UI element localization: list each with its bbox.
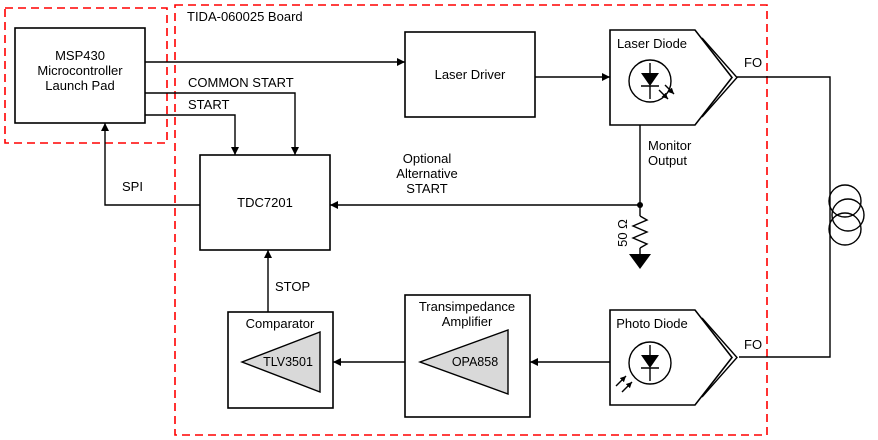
termination-resistor-icon [629, 205, 651, 269]
fiber-coil-turn-1 [828, 184, 862, 218]
laser-driver-box [404, 31, 536, 118]
optional-start-label-line2: Alternative [396, 166, 457, 181]
monitor-output-label-line1: Monitor [648, 138, 692, 153]
tia-part-label: OPA858 [452, 355, 498, 369]
laser-diode-circle [628, 59, 672, 103]
common-start-label: COMMON START [188, 75, 294, 90]
board-dashed-outline [174, 4, 768, 436]
photo-diode-circle [628, 341, 672, 385]
wire-spi [101, 123, 200, 206]
stop-label: STOP [275, 279, 310, 294]
tdc7201-label: TDC7201 [237, 195, 293, 210]
photo-incoming-arrow-1 [621, 381, 633, 393]
wire-common-start [145, 92, 299, 155]
fiber-coil-icon [828, 184, 865, 246]
spi-label: SPI [122, 179, 143, 194]
fo-label-bottom: FO [744, 337, 762, 352]
msp430-label-line1: MSP430 [55, 48, 105, 63]
msp430-dashed-outline [4, 7, 168, 144]
tia-label-line2: Amplifier [442, 314, 493, 329]
laser-diode-label: Laser Diode [617, 36, 687, 51]
laser-diode-triangle [641, 73, 659, 86]
board-title: TIDA-060025 Board [187, 9, 303, 24]
wire-start [145, 114, 239, 155]
msp430-label-line2: Microcontroller [37, 63, 123, 78]
fiber-coil-turn-3 [828, 212, 862, 246]
msp430-box [14, 27, 146, 124]
photo-diode-label: Photo Diode [616, 316, 688, 331]
tia-label-line1: Transimpedance [419, 299, 515, 314]
comparator-part-label: TLV3501 [263, 355, 313, 369]
laser-emission-arrow-2 [664, 84, 675, 95]
photo-diode-symbol-icon [615, 341, 672, 393]
msp430-label-line3: Launch Pad [45, 78, 114, 93]
optional-start-label-line3: START [406, 181, 447, 196]
wire-fiber-optic-loop [737, 76, 831, 358]
fiber-coil-turn-2 [831, 198, 865, 232]
laser-emission-arrow-1 [658, 89, 669, 100]
comparator-label: Comparator [246, 316, 315, 331]
laser-driver-label: Laser Driver [435, 67, 506, 82]
monitor-output-label-line2: Output [648, 153, 687, 168]
ground-icon [629, 254, 651, 269]
photo-diode-fiber-chevron-icon [701, 317, 738, 398]
wire-monitor-output-to-tdc [330, 125, 641, 209]
comparator-triangle-icon [240, 330, 321, 394]
resistor-value-label: 50 Ω [615, 219, 630, 247]
tia-triangle-icon [417, 329, 509, 395]
fo-label-top: FO [744, 55, 762, 70]
optional-start-label-line1: Optional [403, 151, 452, 166]
start-label: START [188, 97, 229, 112]
resistor-zigzag [631, 215, 649, 249]
photo-incoming-arrow-2 [615, 375, 627, 387]
photo-diode-triangle [641, 355, 659, 368]
laser-diode-symbol-icon [628, 59, 675, 103]
